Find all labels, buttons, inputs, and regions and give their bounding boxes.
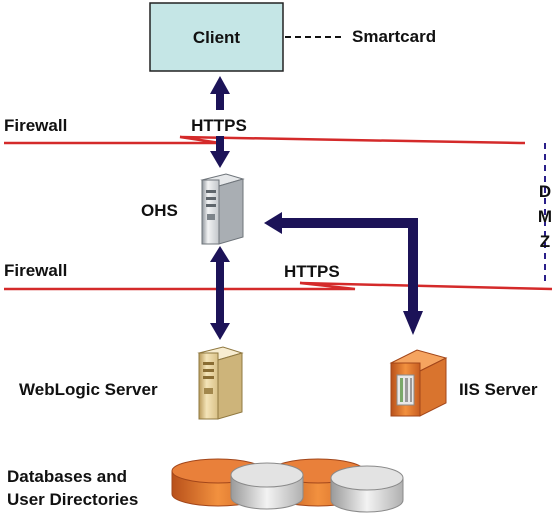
https-label-ohs-iis: HTTPS <box>284 262 340 281</box>
tower-server-icon <box>200 173 245 245</box>
dmz-letter-m: M <box>538 207 552 226</box>
client-label: Client <box>193 28 241 47</box>
ohs-iis-arrow <box>264 212 423 335</box>
https-label-client-ohs: HTTPS <box>191 116 247 135</box>
databases-label-line1: Databases and <box>7 467 127 486</box>
databases-label-line2: User Directories <box>7 490 138 509</box>
dmz-letter-z: Z <box>540 232 550 251</box>
firewall-label-upper: Firewall <box>4 116 67 135</box>
firewall-line-upper <box>4 135 525 145</box>
database-icon <box>171 458 404 513</box>
firewall-label-lower: Firewall <box>4 261 67 280</box>
ohs-label: OHS <box>141 201 178 220</box>
iis-label: IIS Server <box>459 380 538 399</box>
client-ohs-arrow <box>210 76 230 168</box>
tower-server-icon <box>197 346 244 420</box>
weblogic-label: WebLogic Server <box>19 380 158 399</box>
ohs-weblogic-arrow <box>210 246 230 340</box>
client-node: Client <box>149 2 284 72</box>
smartcard-label: Smartcard <box>352 27 436 46</box>
firewall-line-lower <box>4 281 553 291</box>
dmz-letter-d: D <box>539 182 551 201</box>
rack-server-icon <box>389 349 448 417</box>
